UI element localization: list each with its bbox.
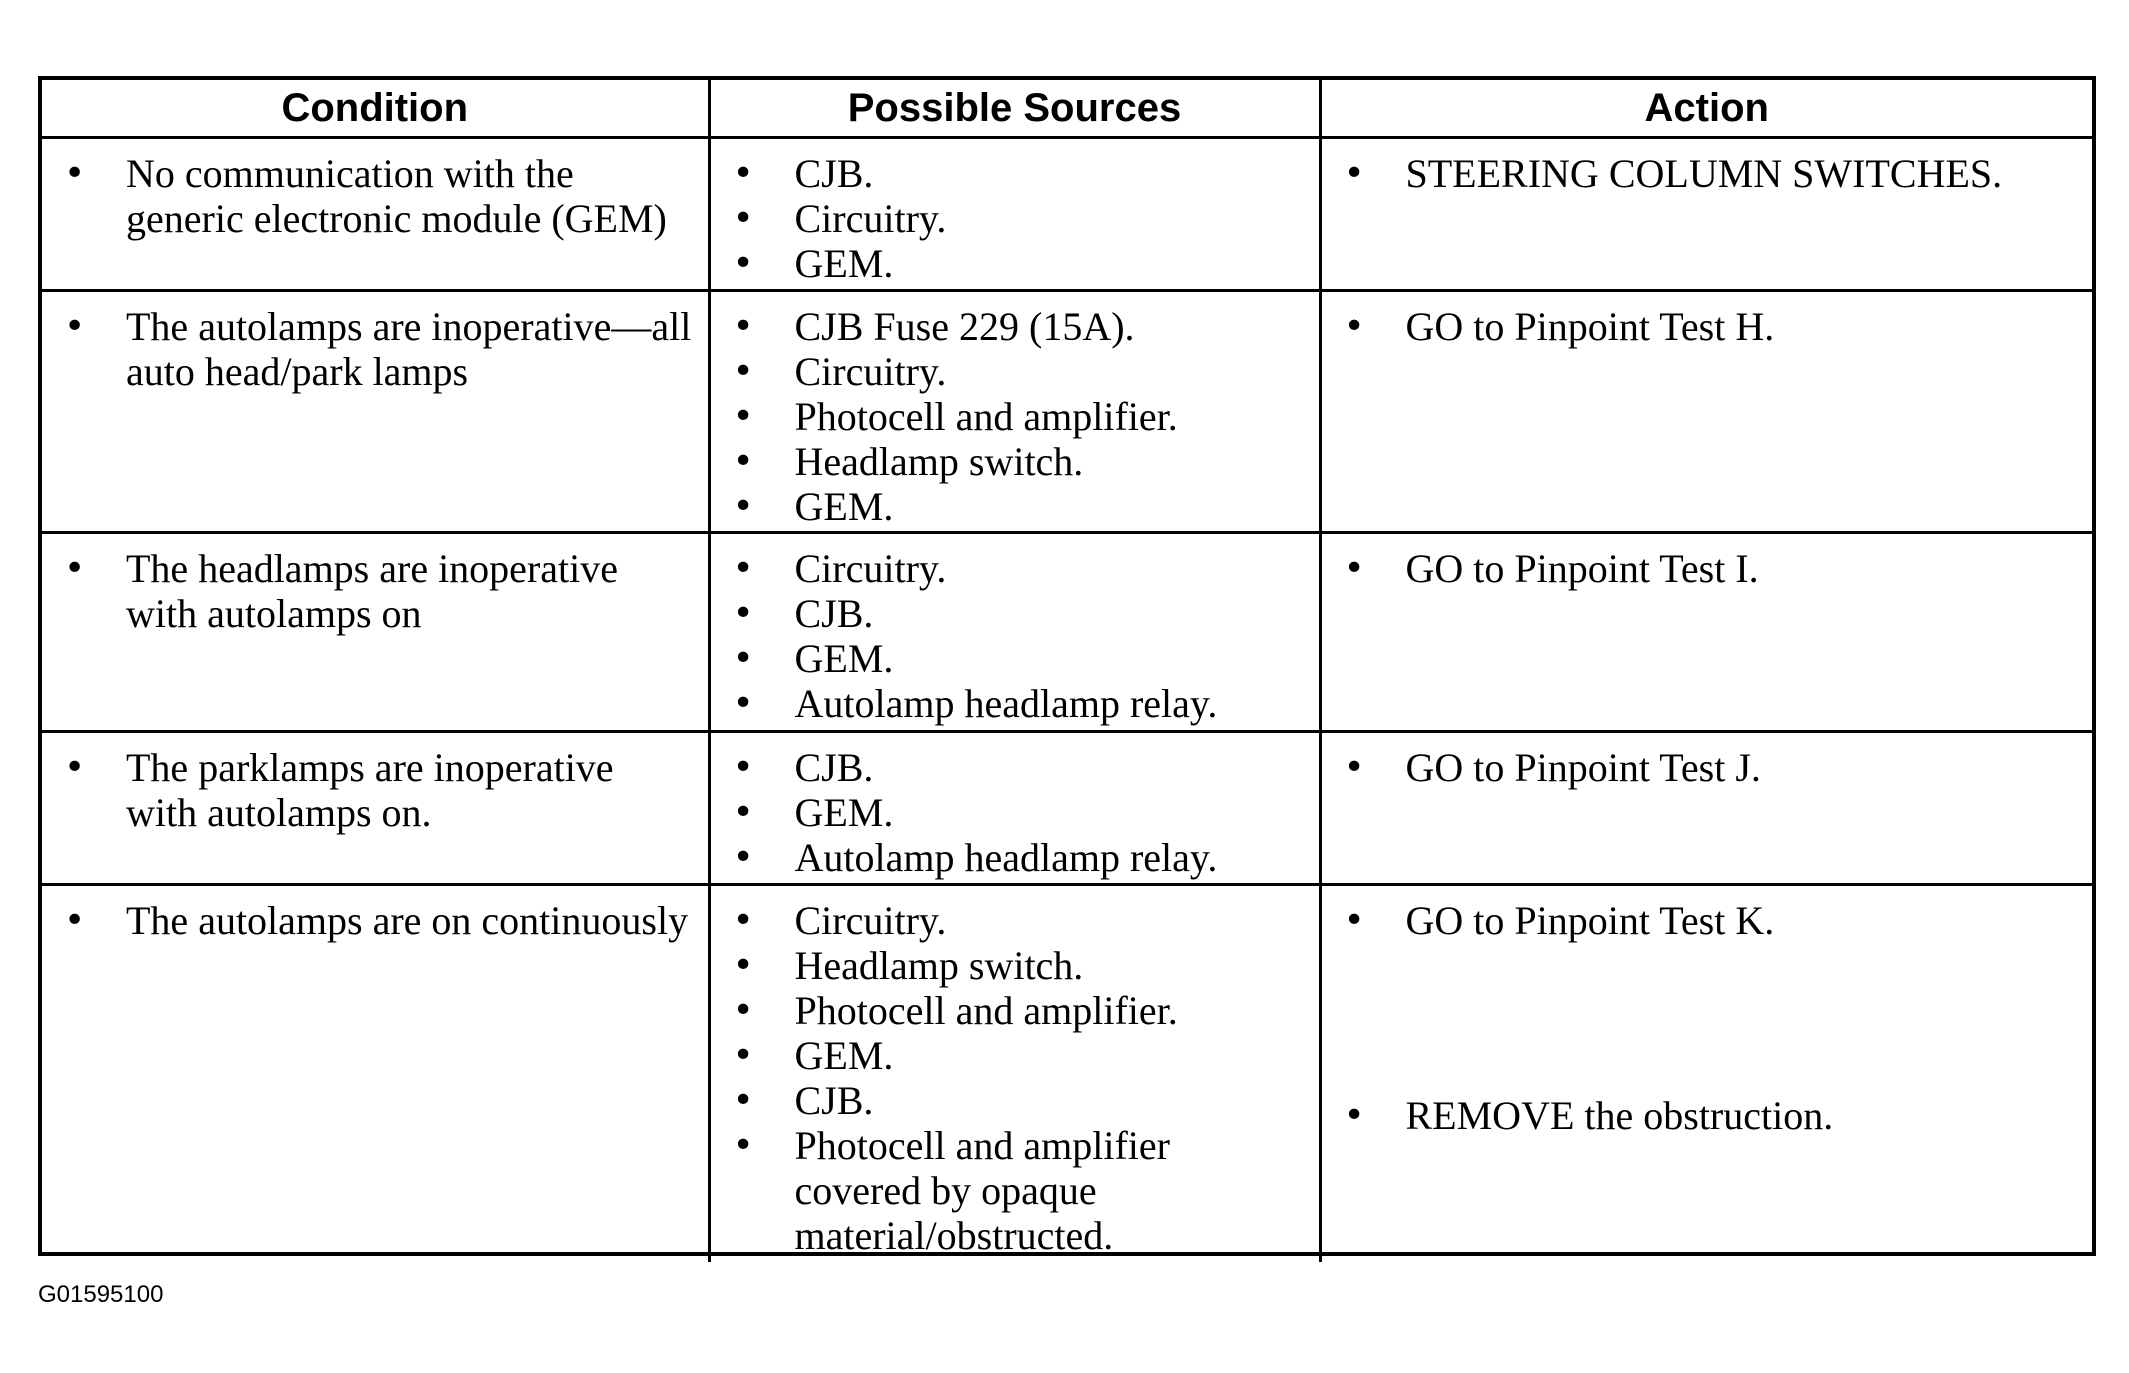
action-item: GO to Pinpoint Test J. <box>1336 745 2077 790</box>
source-item: CJB Fuse 229 (15A). <box>725 304 1303 349</box>
table-header-row: Condition Possible Sources Action <box>42 80 2092 139</box>
condition-text: The parklamps are inoperative with autol… <box>56 745 692 835</box>
source-item: GEM. <box>725 790 1303 835</box>
action-cell: GO to Pinpoint Test H. <box>1320 290 2092 534</box>
sources-cell: CJB. GEM. Autolamp headlamp relay. <box>709 731 1322 886</box>
source-item: CJB. <box>725 151 1303 196</box>
condition-cell: The autolamps are inoperative—all auto h… <box>42 290 711 534</box>
source-item: Headlamp switch. <box>725 439 1303 484</box>
source-item: Photocell and amplifier. <box>725 394 1303 439</box>
action-item: GO to Pinpoint Test I. <box>1336 546 2077 591</box>
action-item: REMOVE the obstruction. <box>1336 1093 2077 1138</box>
action-item: STEERING COLUMN SWITCHES. <box>1336 151 2077 196</box>
table-row: The headlamps are inoperative with autol… <box>42 532 2092 733</box>
condition-text: The autolamps are inoperative—all auto h… <box>56 304 692 394</box>
condition-text: The autolamps are on continuously <box>56 898 692 943</box>
condition-cell: The parklamps are inoperative with autol… <box>42 731 711 886</box>
action-cell: GO to Pinpoint Test K. REMOVE the obstru… <box>1320 885 2092 1262</box>
source-item: Circuitry. <box>725 196 1303 241</box>
sources-cell: Circuitry. CJB. GEM. Autolamp headlamp r… <box>709 532 1322 733</box>
source-item: Circuitry. <box>725 546 1303 591</box>
condition-text: The headlamps are inoperative with autol… <box>56 546 692 636</box>
sources-cell: Circuitry. Headlamp switch. Photocell an… <box>709 884 1322 1262</box>
action-cell: GO to Pinpoint Test I. <box>1320 532 2092 733</box>
source-item: Headlamp switch. <box>725 943 1303 988</box>
action-item: GO to Pinpoint Test H. <box>1336 304 2077 349</box>
diagnostic-table-frame: Condition Possible Sources Action No com… <box>38 76 2096 1262</box>
source-item: CJB. <box>725 591 1303 636</box>
source-item: GEM. <box>725 241 1303 286</box>
action-cell: STEERING COLUMN SWITCHES. <box>1320 137 2092 292</box>
sources-cell: CJB Fuse 229 (15A). Circuitry. Photocell… <box>709 290 1322 534</box>
header-possible-sources: Possible Sources <box>709 80 1322 139</box>
source-item: Autolamp headlamp relay. <box>725 681 1303 726</box>
sources-cell: CJB. Circuitry. GEM. <box>709 137 1322 292</box>
source-item: Photocell and amplifier covered by opaqu… <box>725 1123 1303 1258</box>
table-row: The autolamps are on continuously Circui… <box>42 884 2092 1262</box>
source-item: Circuitry. <box>725 898 1303 943</box>
table-row: The autolamps are inoperative—all auto h… <box>42 290 2092 534</box>
source-item: CJB. <box>725 1078 1303 1123</box>
action-item: GO to Pinpoint Test K. <box>1336 898 2077 943</box>
table-row: No communication with the generic electr… <box>42 137 2092 292</box>
action-spacer <box>1336 943 2077 1093</box>
source-item: CJB. <box>725 745 1303 790</box>
condition-cell: No communication with the generic electr… <box>42 137 711 292</box>
figure-id-label: G01595100 <box>38 1281 164 1308</box>
action-cell: GO to Pinpoint Test J. <box>1320 731 2092 886</box>
source-item: GEM. <box>725 484 1303 529</box>
source-item: GEM. <box>725 1033 1303 1078</box>
symptom-chart-table: Condition Possible Sources Action No com… <box>42 80 2092 1262</box>
header-condition: Condition <box>42 80 711 139</box>
header-action: Action <box>1320 80 2092 139</box>
source-item: Autolamp headlamp relay. <box>725 835 1303 880</box>
condition-cell: The headlamps are inoperative with autol… <box>42 532 711 733</box>
condition-cell: The autolamps are on continuously <box>42 884 711 1262</box>
source-item: GEM. <box>725 636 1303 681</box>
source-item: Photocell and amplifier. <box>725 988 1303 1033</box>
table-row: The parklamps are inoperative with autol… <box>42 731 2092 886</box>
condition-text: No communication with the generic electr… <box>56 151 692 241</box>
source-item: Circuitry. <box>725 349 1303 394</box>
